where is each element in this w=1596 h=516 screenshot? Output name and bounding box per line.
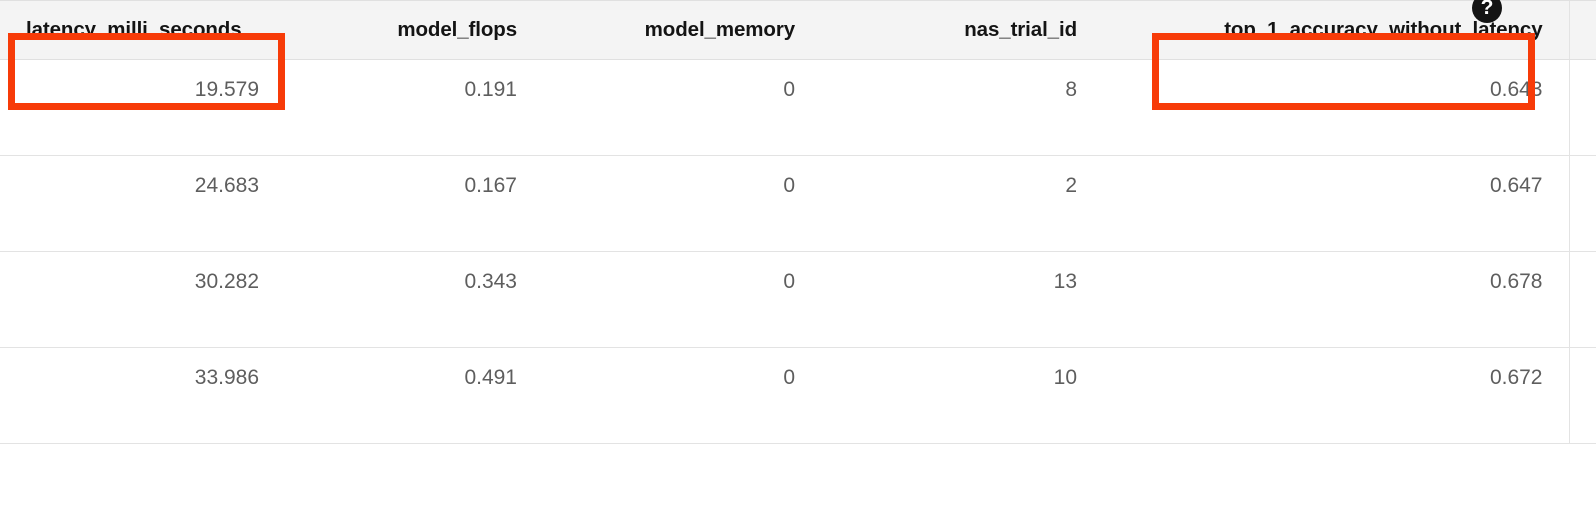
table-row[interactable]: 33.986 0.491 0 10 0.672 xyxy=(0,347,1596,444)
cell-spacer xyxy=(1568,347,1596,444)
cell-latency-milli-seconds: 30.282 xyxy=(0,251,285,348)
column-header-model-flops[interactable]: model_flops xyxy=(285,0,543,60)
table-row[interactable]: 30.282 0.343 0 13 0.678 xyxy=(0,251,1596,348)
cell-top-1-accuracy-without-latency: 0.678 xyxy=(1103,251,1569,348)
column-header-model-memory[interactable]: model_memory xyxy=(543,0,821,60)
column-header-nas-trial-id[interactable]: nas_trial_id xyxy=(821,0,1103,60)
cell-top-1-accuracy-without-latency: 0.643 xyxy=(1103,59,1569,156)
cell-model-flops: 0.343 xyxy=(285,251,543,348)
cell-latency-milli-seconds: 24.683 xyxy=(0,155,285,252)
cell-nas-trial-id: 13 xyxy=(821,251,1103,348)
cell-model-flops: 0.167 xyxy=(285,155,543,252)
cell-nas-trial-id: 8 xyxy=(821,59,1103,156)
cell-latency-milli-seconds: 19.579 xyxy=(0,59,285,156)
cell-latency-milli-seconds: 33.986 xyxy=(0,347,285,444)
cell-spacer xyxy=(1568,251,1596,348)
cell-nas-trial-id: 2 xyxy=(821,155,1103,252)
table-header-row: latency_milli_seconds model_flops model_… xyxy=(0,0,1596,60)
table-body: 19.579 0.191 0 8 0.643 24.683 0.167 0 2 … xyxy=(0,59,1596,444)
cell-top-1-accuracy-without-latency: 0.672 xyxy=(1103,347,1569,444)
cell-model-memory: 0 xyxy=(543,347,821,444)
table-row[interactable]: 24.683 0.167 0 2 0.647 xyxy=(0,155,1596,252)
cell-model-flops: 0.491 xyxy=(285,347,543,444)
results-table: latency_milli_seconds model_flops model_… xyxy=(0,0,1596,444)
cell-nas-trial-id: 10 xyxy=(821,347,1103,444)
column-header-spacer xyxy=(1568,0,1596,60)
cell-model-memory: 0 xyxy=(543,155,821,252)
cell-model-flops: 0.191 xyxy=(285,59,543,156)
table-header: latency_milli_seconds model_flops model_… xyxy=(0,0,1596,60)
cell-spacer xyxy=(1568,155,1596,252)
table-row[interactable]: 19.579 0.191 0 8 0.643 xyxy=(0,59,1596,156)
cell-top-1-accuracy-without-latency: 0.647 xyxy=(1103,155,1569,252)
column-header-latency-milli-seconds[interactable]: latency_milli_seconds xyxy=(0,0,285,60)
cell-model-memory: 0 xyxy=(543,251,821,348)
help-icon[interactable]: ? xyxy=(1472,0,1502,23)
cell-spacer xyxy=(1568,59,1596,156)
cell-model-memory: 0 xyxy=(543,59,821,156)
